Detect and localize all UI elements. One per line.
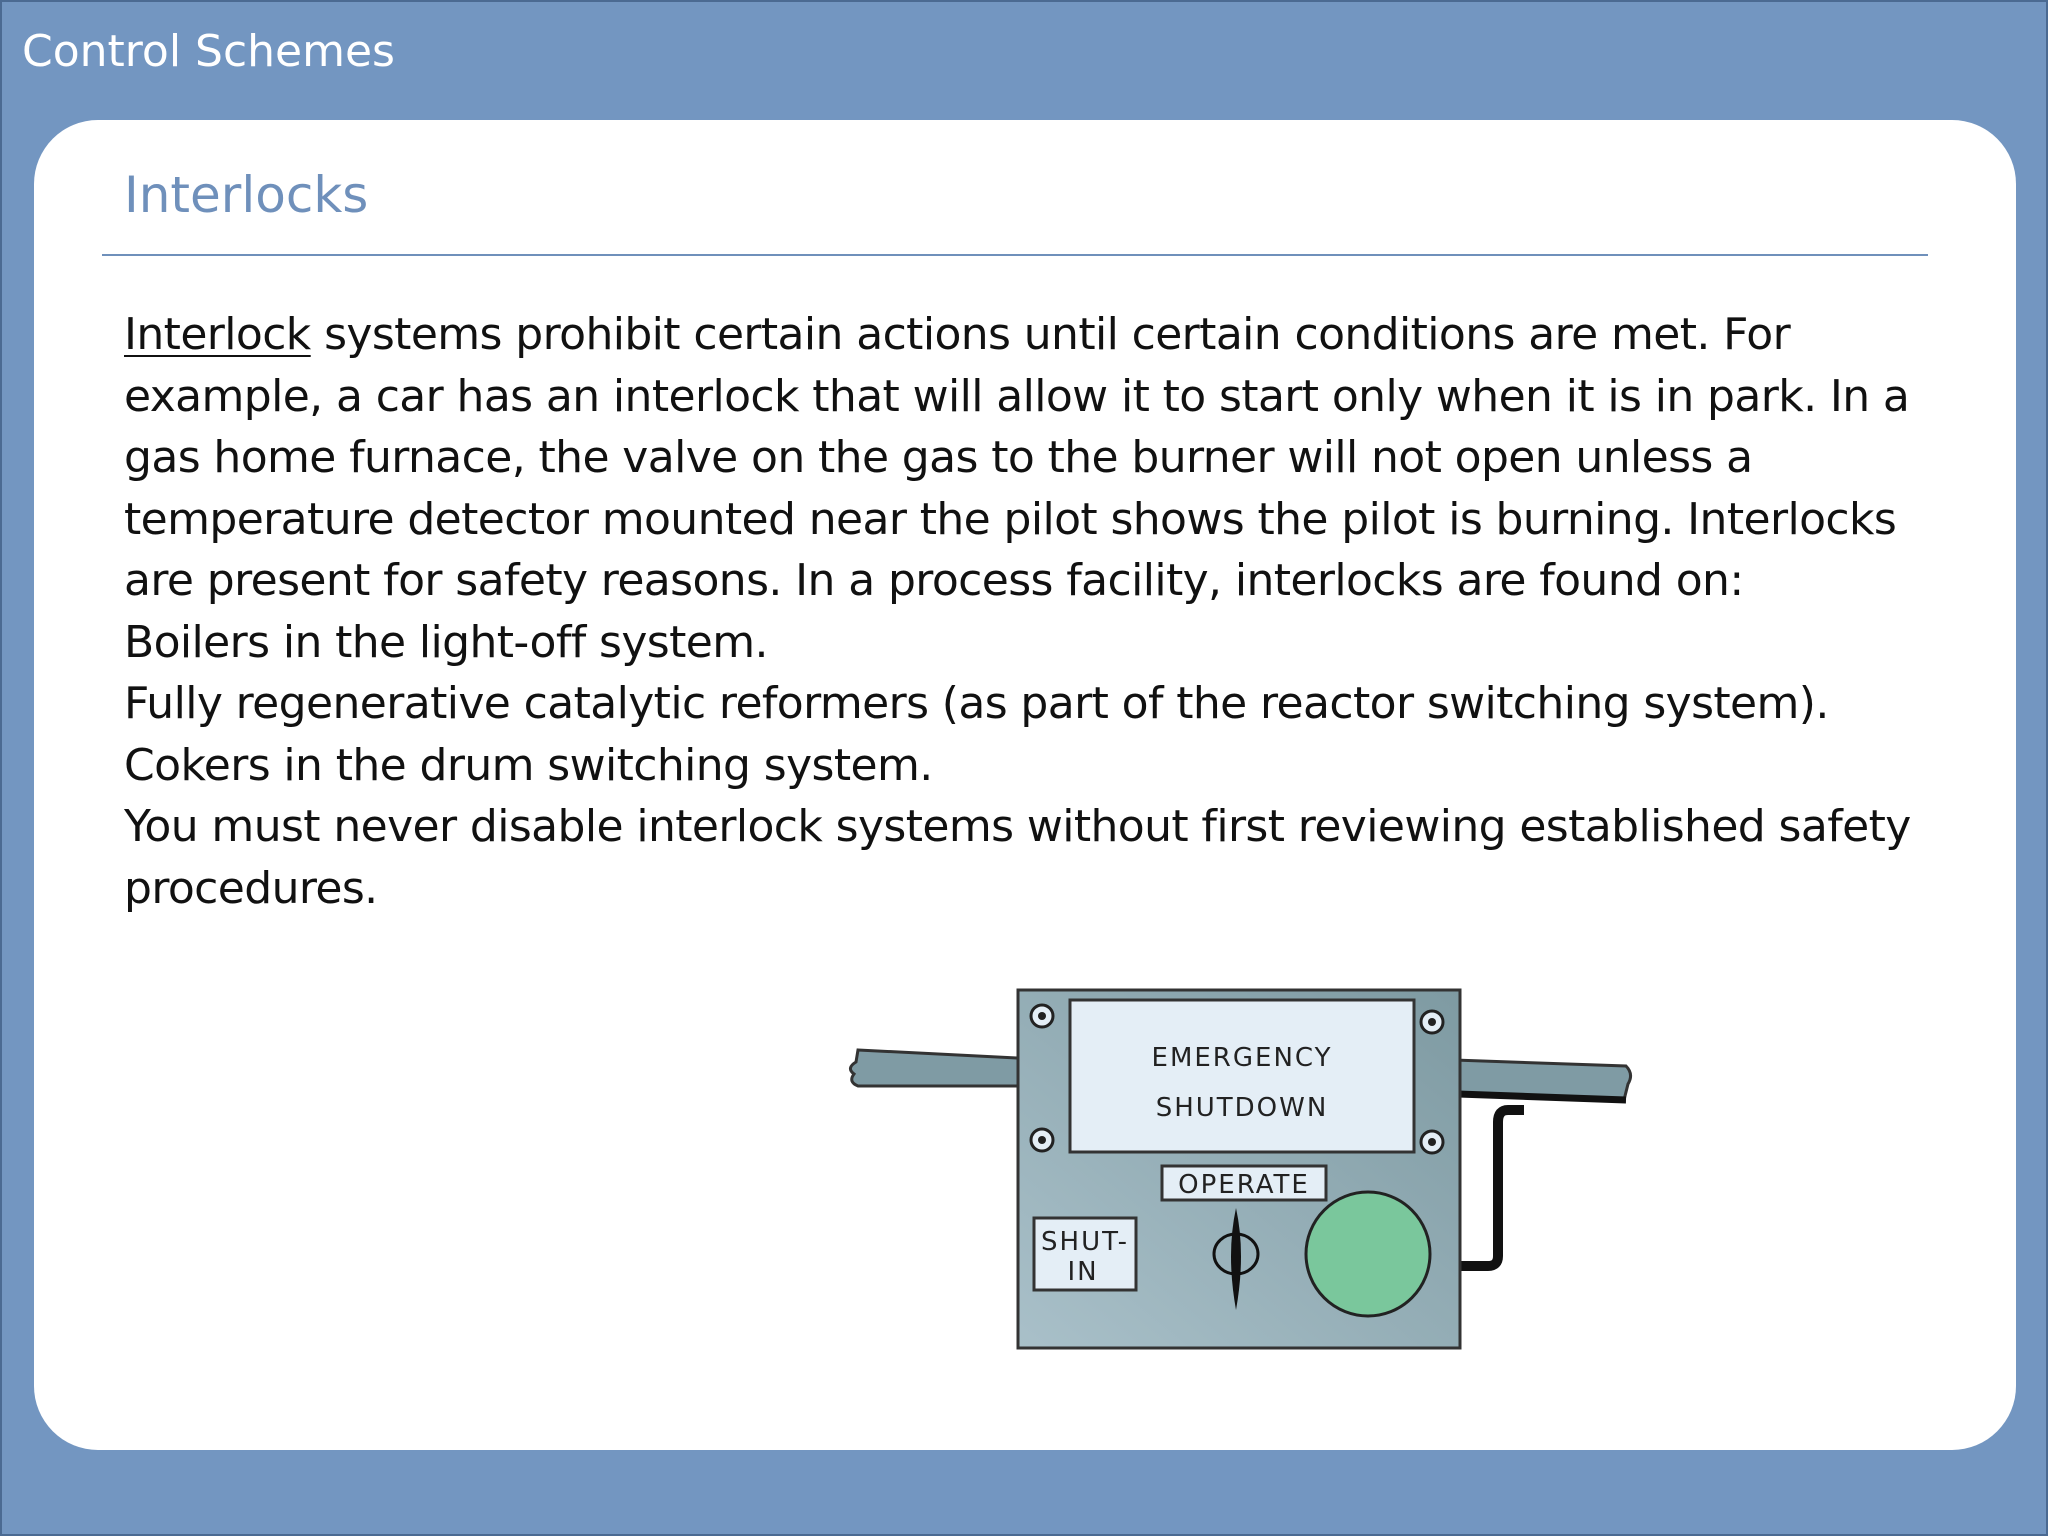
right-pipe — [1452, 1058, 1633, 1102]
section-title: Control Schemes — [22, 26, 395, 77]
list-item: Boilers in the light-off system. — [124, 616, 768, 668]
green-push-button — [1304, 1190, 1432, 1318]
conduit — [1450, 1105, 1524, 1271]
closing-paragraph: You must never disable interlock systems… — [124, 801, 1911, 914]
list-item: Fully regenerative catalytic reformers (… — [124, 678, 1829, 729]
right-pipe-shadow — [1457, 1090, 1627, 1104]
emergency-shutdown-panel-illustration: EMERGENCY SHUTDOWN OPERATE SHUT- IN — [818, 860, 1638, 1380]
list-item: Cokers in the drum switching system. — [124, 739, 933, 791]
interlock-term: Interlock — [124, 309, 311, 360]
left-pipe — [849, 1048, 1020, 1088]
emergency-shutdown-panel-drawing: EMERGENCY SHUTDOWN OPERATE SHUT- IN — [849, 988, 1633, 1350]
body-text: Interlock systems prohibit certain actio… — [124, 304, 1924, 919]
shutin-plate — [1032, 1216, 1138, 1292]
intro-paragraph: Interlock systems prohibit certain actio… — [124, 304, 1924, 612]
operate-label: OPERATE — [1178, 1170, 1310, 1200]
title-divider — [102, 254, 1928, 256]
operate-plate — [1160, 1164, 1328, 1202]
shutdown-label: SHUTDOWN — [1156, 1093, 1329, 1123]
shutin-label-line-1: SHUT- — [1041, 1227, 1129, 1257]
screws — [1029, 1003, 1445, 1155]
shutin-label-line-2: IN — [1067, 1257, 1098, 1287]
emergency-label: EMERGENCY — [1152, 1043, 1333, 1073]
intro-text: systems prohibit certain actions until c… — [124, 309, 1910, 606]
label-plate — [1068, 998, 1416, 1154]
selector-switch-icon — [1212, 1208, 1260, 1310]
slide-title: Interlocks — [124, 166, 369, 224]
